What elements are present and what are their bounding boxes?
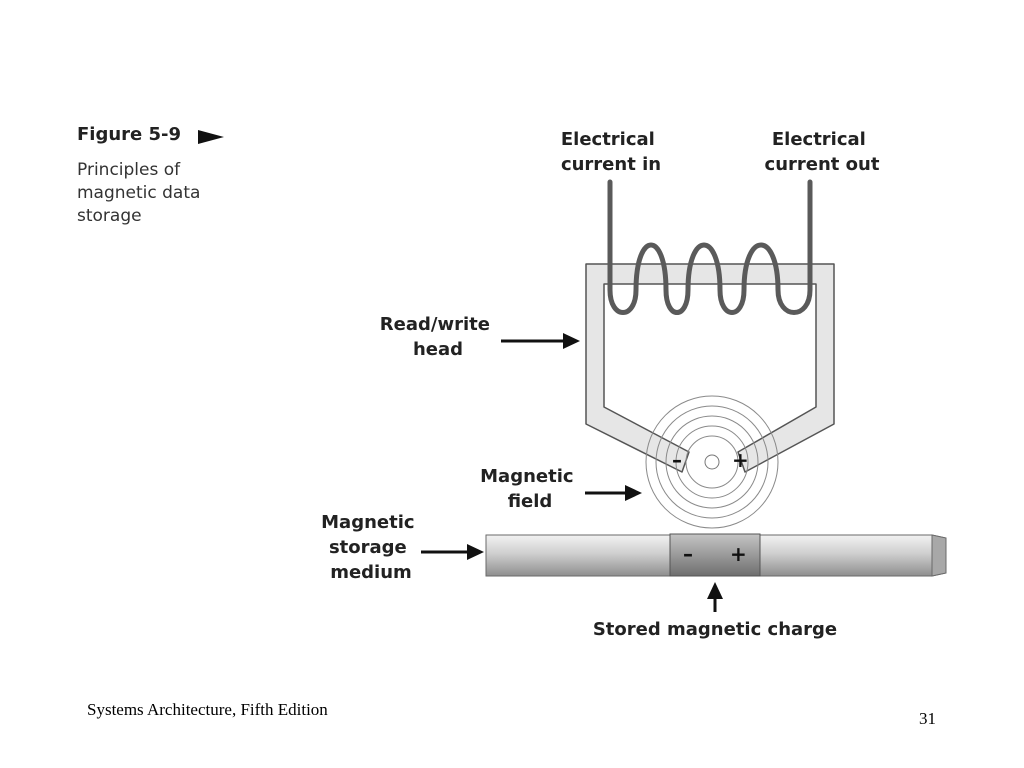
figure-caption: Principles of magnetic data storage — [77, 160, 201, 226]
storage-medium-bar — [485, 533, 947, 577]
label-current-in: Electrical current in — [561, 129, 661, 175]
arrow-to-head-icon — [501, 333, 580, 349]
footer-book-title: Systems Architecture, Fifth Edition — [87, 700, 328, 719]
label-current-out: Electrical current out — [765, 129, 880, 175]
medium-minus-sign: – — [683, 542, 693, 566]
label-magnetic-field: Magnetic field — [480, 466, 580, 512]
read-write-head-shape — [585, 263, 835, 473]
head-minus-sign: – — [672, 448, 682, 472]
footer-page-number: 31 — [919, 709, 936, 728]
figure-arrow-icon — [198, 130, 224, 144]
head-plus-sign: + — [732, 448, 749, 472]
medium-plus-sign: + — [730, 542, 747, 566]
arrow-to-field-icon — [585, 485, 642, 501]
label-storage-medium: Magnetic storage medium — [321, 512, 421, 583]
label-stored-charge: Stored magnetic charge — [593, 619, 837, 640]
arrow-to-charge-icon — [707, 582, 723, 612]
figure-title: Figure 5-9 — [77, 124, 182, 145]
coil-wire — [607, 179, 813, 315]
label-read-write-head: Read/write head — [380, 314, 496, 360]
arrow-to-medium-icon — [421, 544, 484, 560]
magnetic-field-rings — [645, 395, 779, 529]
